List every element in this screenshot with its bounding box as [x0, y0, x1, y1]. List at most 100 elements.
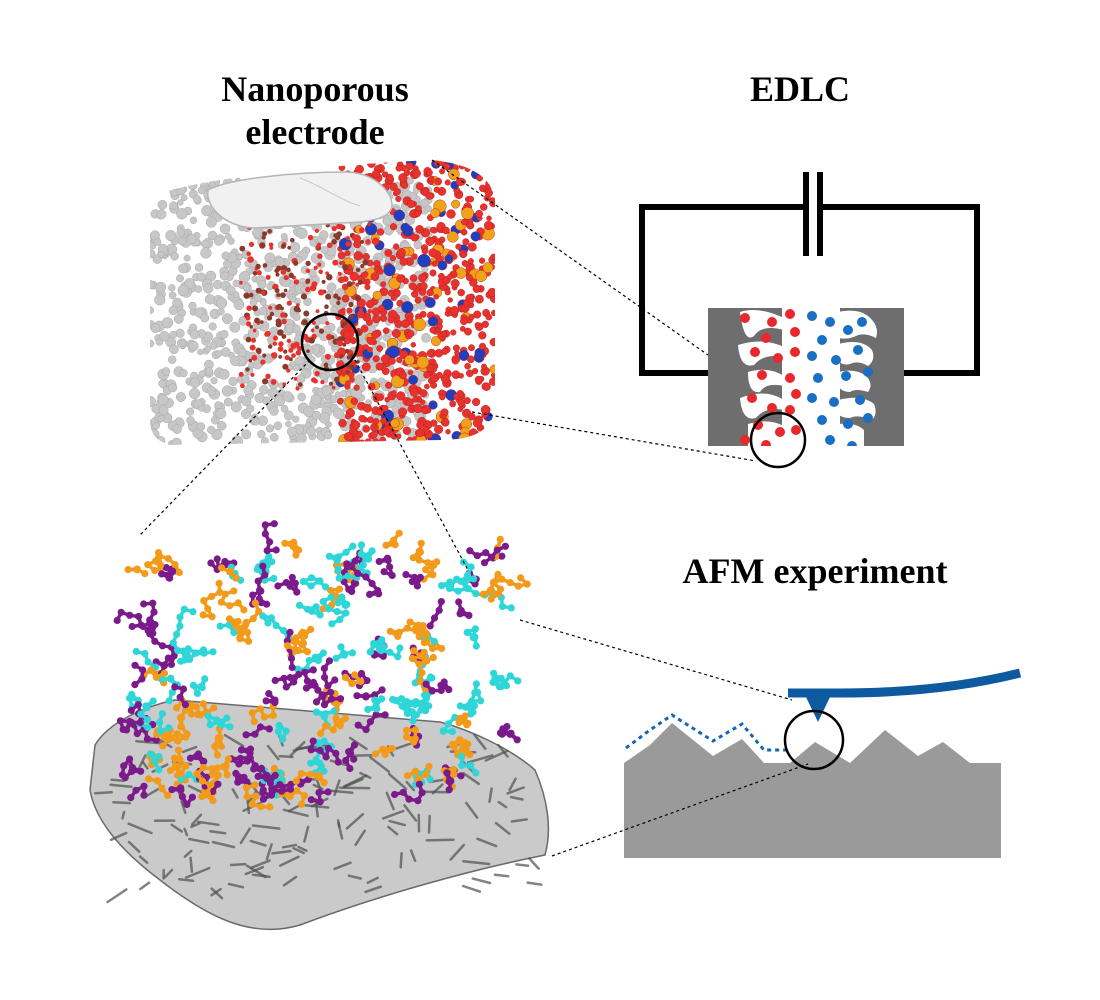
molecule-atom: [336, 616, 344, 624]
molecule-atom: [357, 541, 366, 549]
molecule-atom: [309, 737, 317, 745]
molecule-atom: [467, 563, 475, 571]
molecule-atom: [242, 784, 250, 792]
molecule-atom: [131, 681, 139, 689]
cation-ion: [740, 313, 750, 323]
molecule-atom: [456, 610, 464, 618]
pore-atom: [283, 275, 289, 281]
electrolyte-atom: [474, 322, 481, 328]
electrolyte-atoms: [238, 160, 495, 445]
molecule-atom: [230, 587, 238, 595]
molecule-atom: [320, 664, 328, 673]
molecule-atom: [386, 648, 394, 656]
pore-atom: [245, 367, 250, 372]
pore-atom: [245, 315, 251, 321]
pore-atom: [262, 353, 267, 358]
electrolyte-atom: [485, 426, 494, 436]
pore-atom: [252, 328, 257, 333]
molecule-atom: [331, 676, 339, 684]
electrolyte-atom: [476, 436, 486, 445]
carbon-atom: [407, 177, 414, 185]
molecule-atom: [402, 571, 410, 579]
carbon-atom: [173, 314, 184, 324]
molecule-atom: [251, 730, 259, 738]
molecule-atom: [158, 570, 166, 578]
molecule-atom: [411, 700, 419, 709]
pore-atom: [367, 222, 371, 227]
molecule-atom: [282, 727, 290, 735]
molecule-atom: [299, 577, 307, 586]
electrolyte-atom: [437, 323, 443, 330]
molecule-atom: [507, 604, 515, 612]
electrolyte-atom: [344, 250, 351, 257]
molecule-atom: [344, 572, 352, 580]
molecule-atom: [339, 649, 347, 657]
molecule-atom: [366, 718, 374, 726]
carbon-atom: [217, 307, 225, 316]
molecule-atom: [171, 683, 179, 691]
electrolyte-atom: [481, 411, 488, 419]
electrolyte-atom: [426, 364, 435, 373]
molecule-atom: [305, 656, 313, 665]
substrate-bond: [515, 863, 530, 868]
molecule-atom: [226, 567, 234, 575]
electrolyte-atom: [419, 282, 428, 291]
molecule-atom: [342, 609, 350, 617]
carbon-atom: [150, 396, 156, 407]
electrolyte-atom: [472, 284, 481, 293]
molecule-atom: [257, 599, 266, 607]
electrolyte-atom: [362, 253, 370, 261]
pore-atom: [265, 373, 271, 379]
electrolyte-atom: [393, 243, 400, 250]
electrolyte-atom: [429, 269, 437, 277]
molecule-atom: [350, 755, 358, 763]
molecule-atom: [448, 728, 456, 736]
pore-atom: [305, 278, 311, 284]
carbon-atom: [225, 285, 236, 296]
molecule-atom: [208, 765, 216, 773]
molecule-atom: [427, 673, 435, 681]
electrolyte-atom: [440, 418, 450, 427]
pore-atom: [323, 362, 329, 368]
molecule-atom: [325, 657, 333, 665]
molecule-atom: [208, 613, 216, 621]
molecule-atom: [204, 605, 212, 613]
electrolyte-atom: [437, 272, 445, 280]
molecule-atom: [180, 605, 188, 613]
electrolyte-atom: [410, 234, 419, 242]
carbon-atom: [246, 404, 255, 413]
molecule-atom: [429, 644, 437, 653]
molecule-atom: [207, 559, 215, 567]
carbon-atom: [273, 421, 283, 431]
substrate-bond: [349, 753, 377, 757]
carbon-atom: [339, 390, 347, 398]
molecule-atom: [437, 598, 445, 606]
molecule-atom: [158, 642, 167, 650]
molecule-atom: [506, 730, 514, 738]
carbon-atom: [175, 328, 185, 338]
cation-ion: [767, 403, 777, 413]
carbon-atom: [198, 404, 205, 412]
molecule-atom: [506, 579, 514, 587]
electrolyte-atom: [485, 166, 494, 175]
pore-atom: [332, 259, 339, 266]
nanoporous-electrode-illustration: [150, 160, 495, 445]
molecule-atom: [502, 682, 510, 690]
carbon-atom: [229, 440, 238, 445]
electrolyte-atom: [337, 398, 344, 405]
pore-atom: [362, 272, 368, 278]
molecule-atom: [177, 657, 185, 665]
molecule-atom: [311, 682, 319, 690]
carbon-atom: [172, 424, 182, 434]
carbon-atom: [267, 387, 279, 399]
anion-ion: [847, 441, 857, 446]
molecule-atom: [320, 701, 329, 709]
carbon-atom: [330, 306, 338, 314]
pore-atom: [318, 269, 324, 275]
molecule-atom: [140, 782, 148, 790]
molecule-atom: [313, 708, 321, 716]
carbon-atom: [221, 385, 234, 397]
molecule-atom: [184, 645, 192, 653]
pore-atom: [281, 318, 287, 325]
carbon-atom: [296, 227, 308, 239]
